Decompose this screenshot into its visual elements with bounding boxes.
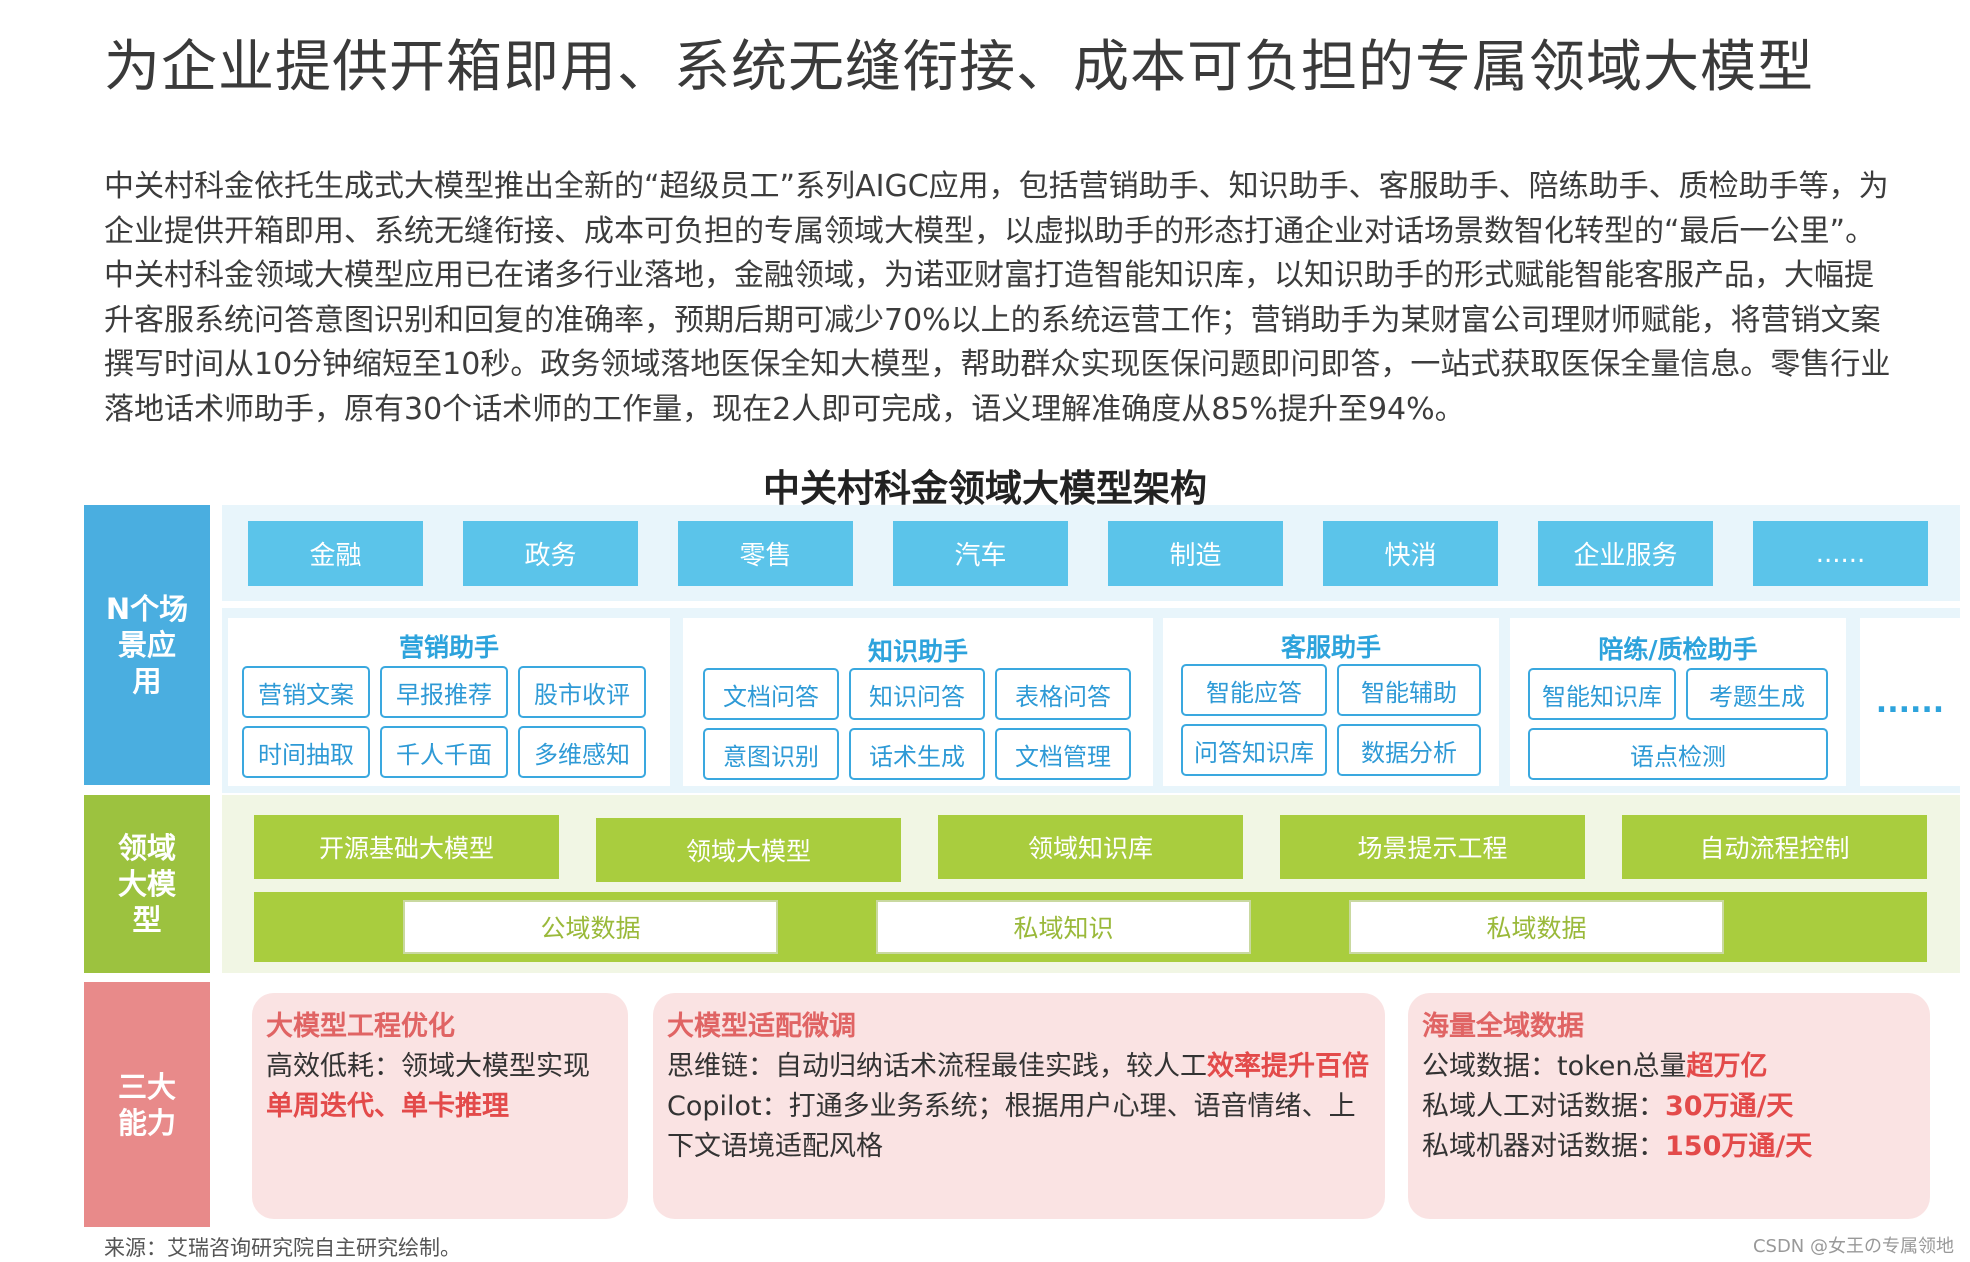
- chip-intent-recognition: 意图识别: [703, 728, 839, 780]
- component-auto-flow-control: 自动流程控制: [1622, 815, 1927, 879]
- chip-speech-check: 语点检测: [1528, 728, 1828, 780]
- chip-knowledge-qa: 知识问答: [849, 668, 985, 720]
- diagram-title: 中关村科金领域大模型架构: [763, 467, 1207, 510]
- band-label-scenarios: N个场景应用: [84, 505, 210, 785]
- industry-auto: 汽车: [893, 521, 1068, 586]
- band-label-models: 领域大模型: [84, 795, 210, 973]
- capability-data-line1-text: 公域数据：token总量: [1422, 1051, 1687, 1082]
- capability-data-line2-highlight: 30万通/天: [1665, 1091, 1794, 1122]
- chip-qa-knowledge-base: 问答知识库: [1181, 724, 1327, 776]
- chip-script-generation: 话术生成: [849, 728, 985, 780]
- component-open-source-base-model: 开源基础大模型: [254, 815, 559, 879]
- capability-finetune-text: 思维链：自动归纳话术流程最佳实践，较人工: [667, 1051, 1207, 1082]
- component-prompt-engineering: 场景提示工程: [1280, 815, 1585, 879]
- band-label-capabilities-text: 三大能力: [117, 1069, 176, 1140]
- band-label-scenarios-text: N个场景应用: [105, 592, 189, 698]
- capability-engineering-line: 高效低耗：领域大模型实现单周迭代、单卡推理: [266, 1047, 614, 1127]
- capability-engineering: 大模型工程优化 高效低耗：领域大模型实现单周迭代、单卡推理: [252, 993, 628, 1219]
- capability-data-title: 海量全域数据: [1422, 1011, 1584, 1042]
- watermark: CSDN @女王の专属领地: [1752, 1236, 1954, 1257]
- capability-data-line1: 公域数据：token总量超万亿: [1422, 1047, 1916, 1087]
- source-note: 来源：艾瑞咨询研究院自主研究绘制。: [104, 1236, 461, 1260]
- group-knowledge-title: 知识助手: [867, 637, 968, 666]
- group-training: 陪练/质检助手 智能知识库 考题生成 语点检测: [1510, 618, 1846, 786]
- group-knowledge: 知识助手 文档问答 知识问答 表格问答 意图识别 话术生成 文档管理: [683, 618, 1153, 786]
- capability-finetune-line1: 思维链：自动归纳话术流程最佳实践，较人工效率提升百倍: [667, 1047, 1371, 1087]
- capability-data-line3-text: 私域机器对话数据：: [1422, 1131, 1665, 1162]
- chip-market-review: 股市收评: [518, 666, 646, 718]
- chip-marketing-copy: 营销文案: [242, 666, 370, 718]
- data-public: 公域数据: [403, 900, 778, 954]
- chip-data-analysis: 数据分析: [1337, 724, 1481, 776]
- industry-government: 政务: [463, 521, 638, 586]
- chip-smart-knowledge-base: 智能知识库: [1528, 668, 1676, 720]
- chip-smart-reply: 智能应答: [1181, 664, 1327, 716]
- industry-fmcg: 快消: [1323, 521, 1498, 586]
- capability-data-line1-highlight: 超万亿: [1686, 1051, 1768, 1082]
- band-label-capabilities: 三大能力: [84, 982, 210, 1227]
- industry-finance: 金融: [248, 521, 423, 586]
- capability-finetune: 大模型适配微调 思维链：自动归纳话术流程最佳实践，较人工效率提升百倍 Copil…: [653, 993, 1385, 1219]
- page-title: 为企业提供开箱即用、系统无缝衔接、成本可负担的专属领域大模型: [104, 35, 1814, 100]
- capability-finetune-highlight: 效率提升百倍: [1207, 1051, 1369, 1082]
- intro-paragraph: 中关村科金依托生成式大模型推出全新的“超级员工”系列AIGC应用，包括营销助手、…: [104, 169, 1891, 427]
- capability-data-line3: 私域机器对话数据：150万通/天: [1422, 1127, 1916, 1167]
- component-domain-model: 领域大模型: [596, 818, 901, 882]
- group-marketing-title: 营销助手: [398, 633, 499, 662]
- chip-smart-assist: 智能辅助: [1337, 664, 1481, 716]
- chip-morning-report: 早报推荐: [380, 666, 508, 718]
- band-label-models-text: 领域大模型: [117, 831, 176, 937]
- group-service: 客服助手 智能应答 智能辅助 问答知识库 数据分析: [1163, 618, 1499, 786]
- capability-engineering-title: 大模型工程优化: [266, 1011, 455, 1042]
- chip-multi-perception: 多维感知: [518, 726, 646, 778]
- capability-data-line3-highlight: 150万通/天: [1665, 1131, 1813, 1162]
- data-private-knowledge: 私域知识: [876, 900, 1251, 954]
- capability-data-line2: 私域人工对话数据：30万通/天: [1422, 1087, 1916, 1127]
- industry-enterprise-services: 企业服务: [1538, 521, 1713, 586]
- capability-engineering-text: 高效低耗：领域大模型实现: [266, 1051, 590, 1082]
- capability-finetune-line2: Copilot：打通多业务系统；根据用户心理、语音情绪、上下文语境适配风格: [667, 1091, 1356, 1162]
- component-domain-knowledge-base: 领域知识库: [938, 815, 1243, 879]
- chip-doc-management: 文档管理: [995, 728, 1131, 780]
- group-marketing: 营销助手 营销文案 早报推荐 股市收评 时间抽取 千人千面 多维感知: [228, 618, 670, 786]
- chip-personalization: 千人千面: [380, 726, 508, 778]
- chip-time-extraction: 时间抽取: [242, 726, 370, 778]
- capability-finetune-title: 大模型适配微调: [667, 1011, 856, 1042]
- chip-table-qa: 表格问答: [995, 668, 1131, 720]
- capability-engineering-highlight: 单周迭代、单卡推理: [266, 1091, 509, 1122]
- chip-question-generation: 考题生成: [1686, 668, 1828, 720]
- group-training-title: 陪练/质检助手: [1598, 635, 1758, 664]
- industry-retail: 零售: [678, 521, 853, 586]
- group-service-title: 客服助手: [1280, 633, 1381, 662]
- capability-data: 海量全域数据 公域数据：token总量超万亿 私域人工对话数据：30万通/天 私…: [1408, 993, 1930, 1219]
- data-private: 私域数据: [1349, 900, 1724, 954]
- industry-manufacturing: 制造: [1108, 521, 1283, 586]
- chip-doc-qa: 文档问答: [703, 668, 839, 720]
- more-assistants: ......: [1860, 618, 1960, 786]
- capability-data-line2-text: 私域人工对话数据：: [1422, 1091, 1665, 1122]
- industry-more: ......: [1753, 521, 1928, 586]
